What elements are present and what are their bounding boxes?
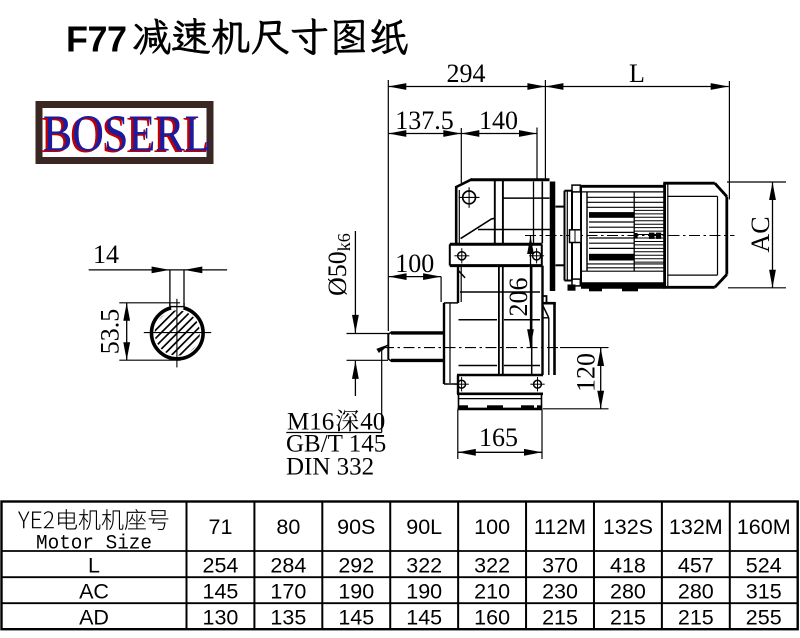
svg-text:AC: AC [746,216,775,252]
svg-text:BOSERL: BOSERL [43,105,211,162]
svg-text:190: 190 [406,580,442,604]
svg-text:135: 135 [270,606,306,630]
svg-text:210: 210 [474,580,510,604]
svg-text:230: 230 [542,580,578,604]
svg-text:215: 215 [542,606,578,630]
svg-text:L: L [629,59,645,88]
svg-text:71: 71 [208,515,232,539]
svg-text:AD: AD [79,606,109,630]
svg-text:280: 280 [610,580,646,604]
svg-text:53.5: 53.5 [96,309,125,355]
svg-text:165: 165 [479,423,518,452]
svg-text:Motor Size: Motor Size [36,533,152,556]
svg-text:206: 206 [504,278,533,317]
svg-text:145: 145 [203,580,239,604]
svg-text:130: 130 [203,606,239,630]
svg-text:254: 254 [203,553,239,577]
svg-text:160M: 160M [737,515,791,539]
svg-text:294: 294 [447,59,486,88]
svg-text:BOSERL: BOSERL [41,107,209,164]
svg-text:100: 100 [474,515,510,539]
svg-text:215: 215 [610,606,646,630]
svg-text:40: 40 [360,409,385,436]
svg-text:315: 315 [746,580,782,604]
svg-text:170: 170 [270,580,306,604]
svg-text:132S: 132S [603,515,653,539]
svg-text:M16: M16 [287,409,334,436]
svg-text:160: 160 [474,606,510,630]
svg-text:145: 145 [406,606,442,630]
svg-text:132M: 132M [669,515,723,539]
svg-text:215: 215 [678,606,714,630]
svg-text:90L: 90L [406,515,442,539]
svg-text:F77: F77 [66,19,127,60]
svg-text:120: 120 [572,353,601,392]
svg-text:GB/T 145: GB/T 145 [286,431,386,458]
svg-text:100: 100 [395,249,434,278]
svg-text:190: 190 [338,580,374,604]
svg-text:140: 140 [479,106,518,135]
svg-text:322: 322 [474,553,510,577]
svg-text:L: L [88,553,100,577]
svg-text:AC: AC [79,580,109,604]
svg-text:524: 524 [746,553,782,577]
svg-text:255: 255 [746,606,782,630]
svg-text:90S: 90S [337,515,375,539]
svg-text:418: 418 [610,553,646,577]
svg-text:80: 80 [276,515,300,539]
svg-text:145: 145 [338,606,374,630]
svg-text:DIN 332: DIN 332 [286,454,374,481]
svg-text:284: 284 [270,553,306,577]
svg-text:14: 14 [93,240,119,269]
svg-text:370: 370 [542,553,578,577]
svg-text:292: 292 [338,553,374,577]
svg-text:137.5: 137.5 [395,106,454,135]
svg-text:457: 457 [678,553,714,577]
svg-text:112M: 112M [534,515,586,539]
svg-text:280: 280 [678,580,714,604]
svg-text:322: 322 [406,553,442,577]
